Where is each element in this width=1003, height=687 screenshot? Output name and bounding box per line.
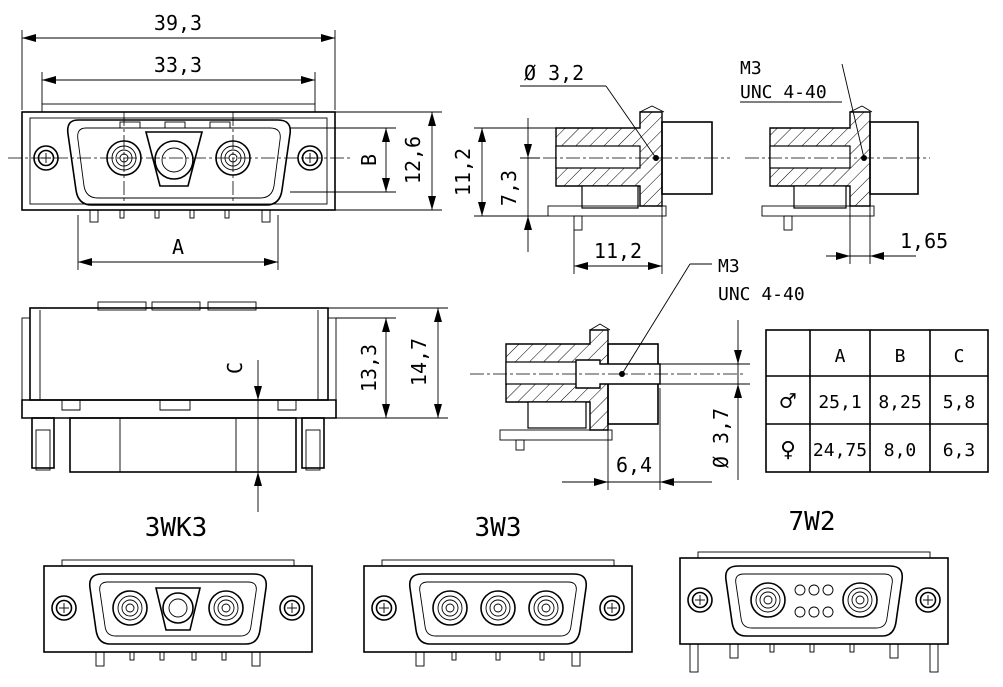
- table-header-a: A: [835, 346, 846, 367]
- dim-33-3: 33,3: [154, 53, 202, 77]
- dimension-overall-width: 39,3: [21, 11, 336, 110]
- male-symbol: ♂: [780, 387, 796, 417]
- front-view: [8, 103, 350, 223]
- dim-7-3: 7,3: [497, 170, 521, 206]
- table-cell: 25,1: [818, 392, 861, 413]
- dim-c-label: C: [223, 362, 247, 374]
- dimension-14-7: 14,7: [328, 307, 448, 418]
- callout-thread-2: M3 UNC 4-40: [621, 256, 805, 375]
- thread-m3-label: M3: [740, 58, 762, 79]
- table-header-c: C: [954, 346, 965, 367]
- dim-1-65: 1,65: [900, 229, 948, 253]
- thread-unc-label: UNC 4-40: [740, 82, 827, 103]
- variant-3w3-label: 3W3: [475, 513, 522, 543]
- variant-3wk3-label: 3WK3: [145, 513, 208, 543]
- dimension-c: C: [223, 360, 262, 512]
- dimension-flange-width: 33,3: [41, 53, 316, 104]
- dimension-1-65: 1,65: [826, 206, 948, 264]
- dimension-table: A B C ♂ 25,1 8,25 5,8 ♀ 24,75 8,0 6,3: [765, 329, 989, 473]
- dimension-b: B: [290, 127, 396, 193]
- dim-39-3: 39,3: [154, 11, 202, 35]
- table-header-b: B: [895, 346, 906, 367]
- female-symbol: ♀: [780, 435, 796, 465]
- dim-13-3: 13,3: [357, 344, 381, 392]
- variant-3w3-drawing: [363, 559, 633, 667]
- variant-7w2-drawing: [679, 551, 949, 673]
- side-elevation-view: [21, 301, 337, 473]
- table-cell: 8,0: [884, 440, 917, 461]
- dim-14-7: 14,7: [407, 338, 431, 386]
- dimension-pin-diameter: Ø 3,7: [660, 320, 750, 480]
- dim-11-2-vertical: 11,2: [451, 148, 475, 196]
- dim-12-6: 12,6: [401, 136, 425, 184]
- dim-11-2-horizontal: 11,2: [594, 239, 642, 263]
- table-cell: 6,3: [943, 440, 976, 461]
- thread2-unc-label: UNC 4-40: [718, 284, 805, 305]
- dimension-12-6: 12,6: [335, 111, 442, 211]
- dimension-pin-length: 6,4: [562, 388, 712, 490]
- variant-3wk3-drawing: [43, 559, 313, 667]
- side-section-view-2: [745, 105, 930, 231]
- dim-b-label: B: [357, 154, 381, 166]
- callout-hole-diameter: Ø 3,2: [520, 61, 657, 159]
- dimension-side-depth: 11,2: [573, 206, 663, 274]
- pin-section-view: [470, 323, 745, 451]
- hole-diameter-label: Ø 3,2: [524, 61, 584, 85]
- dimension-side-inner: 7,3: [497, 118, 548, 252]
- dimension-a: A: [77, 215, 279, 270]
- dim-a-label: A: [172, 235, 184, 259]
- table-cell: 5,8: [943, 392, 976, 413]
- thread2-m3-label: M3: [718, 256, 740, 277]
- dim-6-4: 6,4: [616, 453, 652, 477]
- dimension-13-3: 13,3: [336, 317, 448, 419]
- side-section-view-1: [520, 105, 730, 231]
- table-cell: 8,25: [878, 392, 921, 413]
- variant-7w2-label: 7W2: [789, 507, 836, 537]
- callout-thread-1: M3 UNC 4-40: [740, 58, 865, 159]
- table-cell: 24,75: [813, 440, 867, 461]
- dim-diameter-3-7: Ø 3,7: [709, 408, 733, 468]
- dimension-side-height: 11,2: [451, 127, 556, 217]
